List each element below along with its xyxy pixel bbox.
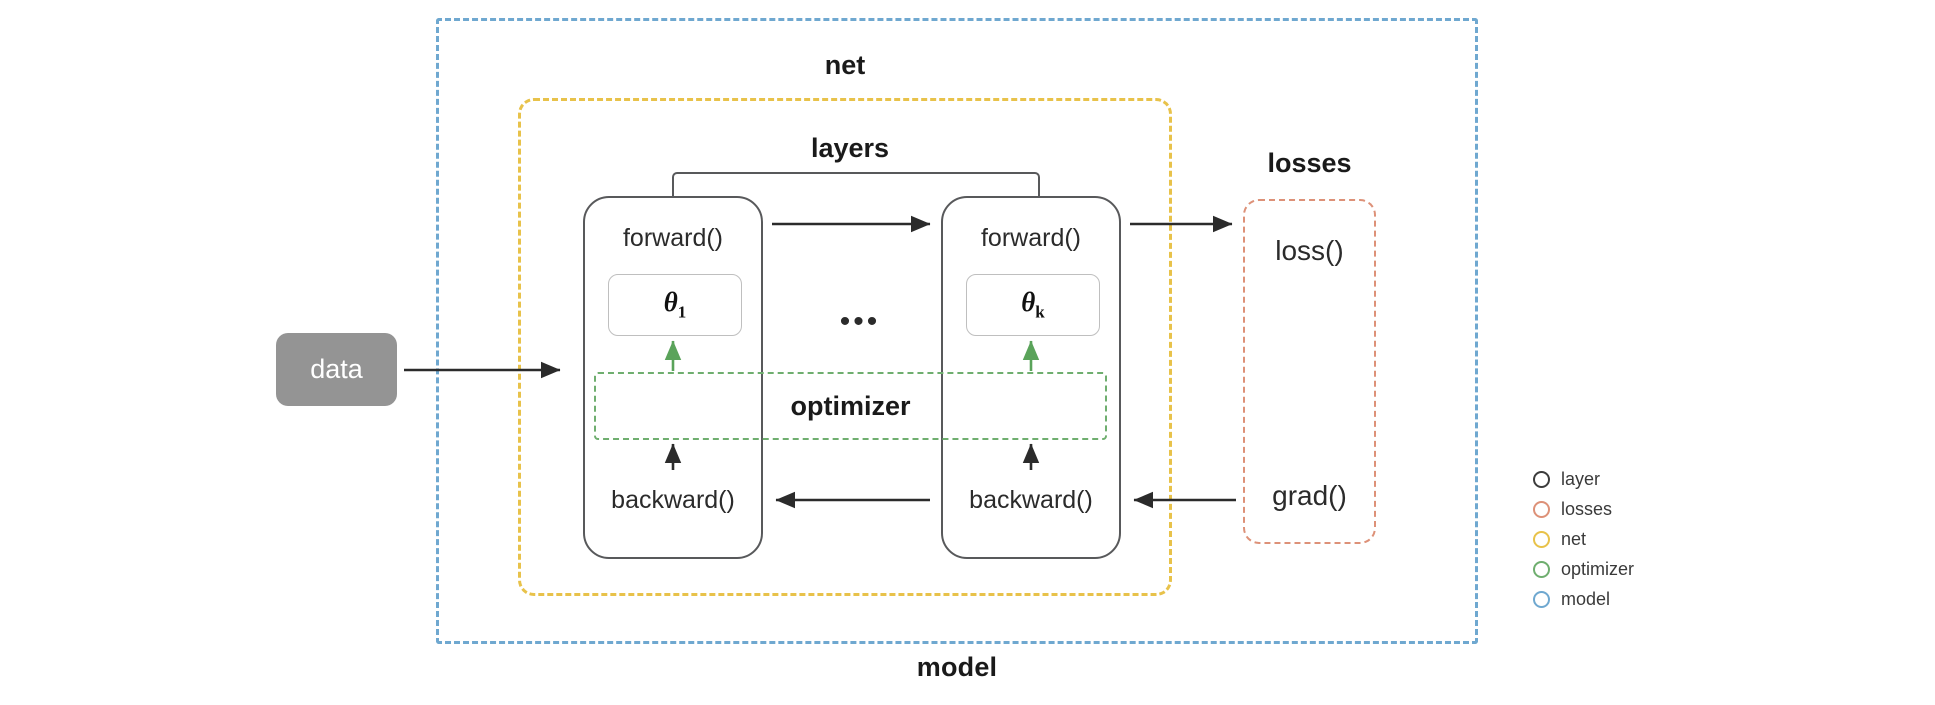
layers-ellipsis: •••: [839, 305, 881, 338]
group-layers-label: layers: [810, 133, 890, 163]
loss-node-label: loss(): [1275, 235, 1344, 266]
group-model-boundary: [436, 18, 1478, 644]
data-node[interactable]: data: [276, 333, 397, 406]
group-net-label: net: [824, 50, 866, 80]
forward-label-first: forward(): [622, 224, 723, 252]
legend-item-net: net: [1533, 524, 1733, 554]
legend-label-layer: layer: [1561, 468, 1601, 489]
parameter-box-first: θ1: [608, 274, 742, 336]
legend-item-losses: losses: [1533, 494, 1733, 524]
circle-icon-losses: [1533, 500, 1550, 518]
group-optimizer-label: optimizer: [790, 390, 911, 421]
legend-label-optimizer: optimizer: [1561, 558, 1635, 579]
forward-label-last: forward(): [980, 224, 1081, 252]
legend-item-model: model: [1533, 584, 1733, 614]
circle-icon-optimizer: [1533, 560, 1550, 578]
backward-label-first: backward(): [611, 486, 735, 514]
layer-card-last[interactable]: forward() θk backward(): [941, 196, 1121, 559]
group-optimizer-boundary: optimizer: [594, 372, 1107, 440]
layers-bracket: [672, 172, 1040, 198]
legend-label-net: net: [1561, 528, 1587, 549]
group-net-boundary: [518, 98, 1172, 596]
backward-label-last: backward(): [969, 486, 1093, 514]
parameter-theta-first: θ1: [663, 287, 687, 322]
legend-item-optimizer: optimizer: [1533, 554, 1733, 584]
layer-card-first[interactable]: forward() θ1 backward(): [583, 196, 763, 559]
grad-node-label: grad(): [1272, 480, 1347, 511]
parameter-box-last: θk: [966, 274, 1100, 336]
parameter-theta-last: θk: [1021, 287, 1045, 322]
group-losses-label: losses: [1267, 148, 1352, 178]
circle-icon-model: [1533, 590, 1550, 608]
legend: layer losses net optimizer model: [1533, 464, 1733, 614]
legend-item-layer: layer: [1533, 464, 1733, 494]
circle-icon-net: [1533, 530, 1550, 548]
legend-label-losses: losses: [1561, 498, 1613, 519]
group-model-label: model: [916, 652, 998, 682]
legend-label-model: model: [1561, 588, 1611, 609]
circle-icon-layer: [1533, 470, 1550, 488]
group-losses-boundary: [1243, 199, 1376, 544]
data-node-label: data: [310, 354, 363, 384]
